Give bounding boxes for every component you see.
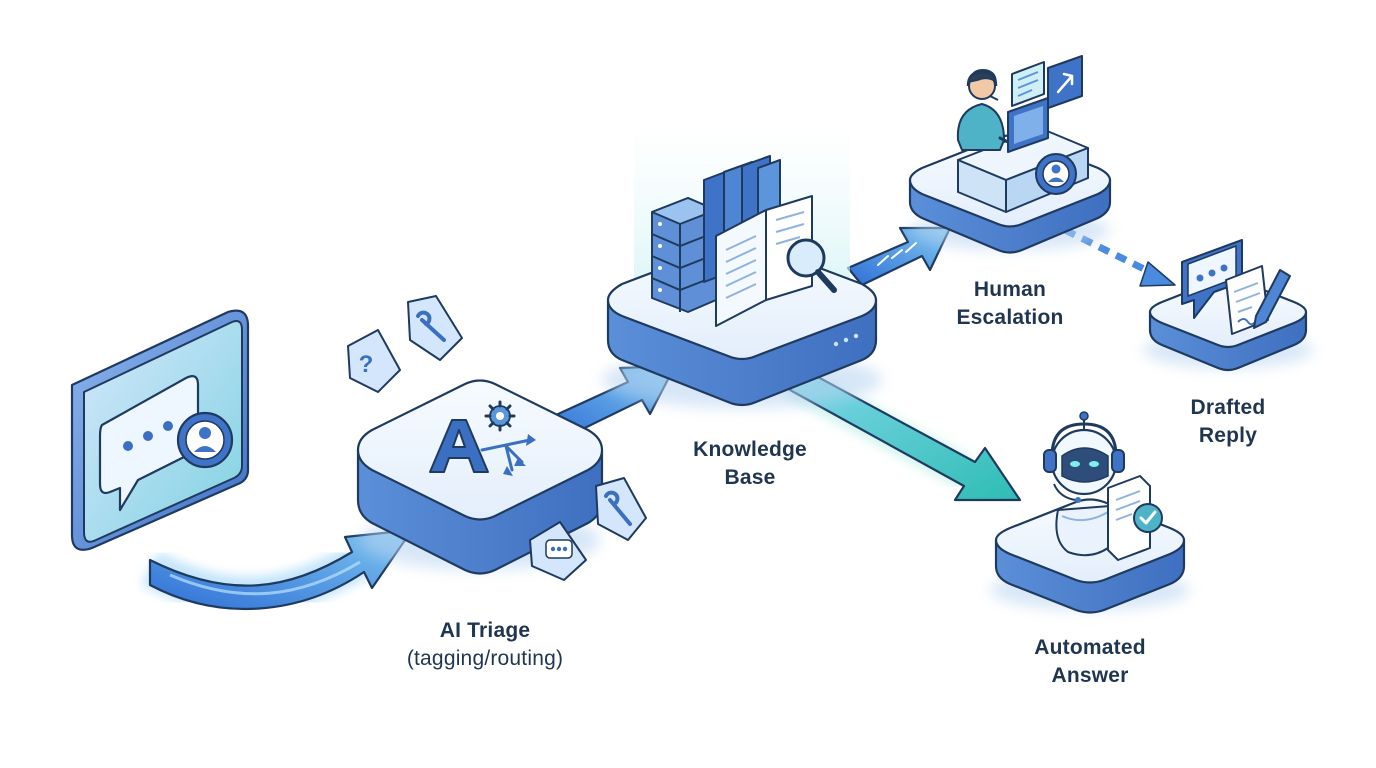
- inbound-arrow: [141, 528, 414, 615]
- book-stack-icon: [703, 155, 813, 327]
- pen-icon: [1253, 269, 1291, 329]
- drafted-reply-line1: Drafted: [1190, 396, 1266, 419]
- user-icon: [1035, 153, 1077, 195]
- human-to-draft-arrow: [1063, 226, 1176, 287]
- drafted-reply-label: Drafted Reply: [1148, 394, 1308, 450]
- human-escalation-node: [908, 55, 1112, 254]
- ai-gear-icon: [429, 400, 536, 476]
- drafted-reply-line2: Reply: [1198, 424, 1258, 447]
- wrench-icon: [407, 295, 463, 361]
- svg-text:?: ?: [359, 351, 374, 378]
- question-icon: ?: [347, 329, 401, 393]
- drafted-reply-node: [1143, 239, 1313, 372]
- automated-answer-line1: Automated: [1034, 636, 1146, 659]
- wrench-tag-icon: [595, 477, 647, 541]
- ai-triage-title: AI Triage: [439, 619, 531, 642]
- human-escalation-label: Human Escalation: [920, 276, 1100, 332]
- automated-answer-line2: Answer: [1051, 664, 1129, 687]
- knowledge-base-label: Knowledge Base: [660, 436, 840, 492]
- automated-answer-node: [990, 411, 1190, 614]
- inbound-chat-device: [70, 309, 250, 551]
- knowledge-base-line2: Base: [724, 466, 776, 489]
- chat-tag-icon: [529, 521, 587, 581]
- human-escalation-line2: Escalation: [956, 306, 1064, 329]
- human-escalation-line1: Human: [973, 278, 1047, 301]
- robot-icon: [1043, 411, 1125, 557]
- document-check-icon: [1107, 475, 1163, 561]
- automated-answer-label: Automated Answer: [1000, 634, 1180, 690]
- draft-reply-icon: [1181, 239, 1269, 335]
- kb-to-human-arrow: [846, 226, 952, 287]
- ai-triage-label: AI Triage (tagging/routing): [385, 617, 585, 673]
- chat-bubble-icon: [98, 375, 200, 512]
- server-icon: [651, 197, 717, 313]
- magnifier-icon: [786, 238, 837, 293]
- knowledge-base-node: [602, 122, 882, 408]
- knowledge-base-line1: Knowledge: [693, 438, 807, 461]
- ai-triage-subtitle: (tagging/routing): [406, 647, 564, 670]
- user-icon: [176, 411, 234, 469]
